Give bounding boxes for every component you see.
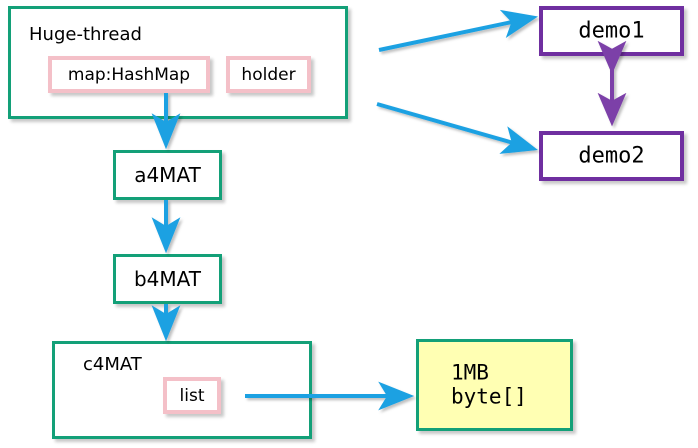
node-byte-array-line1: 1MB: [451, 360, 489, 385]
node-demo1[interactable]: demo1: [539, 6, 684, 56]
node-demo1-label: demo1: [578, 18, 645, 44]
node-c4mat[interactable]: c4MAT: [52, 341, 312, 439]
node-list[interactable]: list: [163, 377, 221, 414]
node-map-hashmap[interactable]: map:HashMap: [48, 56, 210, 93]
node-b4mat-label: b4MAT: [133, 267, 202, 291]
node-huge-thread-label: Huge-thread: [29, 24, 142, 45]
edge-huge-thread-to-demo1: [378, 9, 539, 52]
node-holder-label: holder: [241, 64, 296, 85]
node-a4mat[interactable]: a4MAT: [113, 150, 222, 200]
node-b4mat[interactable]: b4MAT: [113, 254, 222, 304]
node-demo2-label: demo2: [578, 143, 645, 169]
node-c4mat-label: c4MAT: [83, 354, 142, 375]
node-map-hashmap-label: map:HashMap: [67, 64, 191, 85]
node-list-label: list: [179, 385, 205, 406]
node-a4mat-label: a4MAT: [134, 163, 201, 187]
node-holder[interactable]: holder: [226, 56, 311, 93]
node-byte-array-line2: byte[]: [451, 385, 527, 409]
edge-huge-thread-to-demo2: [376, 102, 538, 154]
node-demo2[interactable]: demo2: [539, 131, 684, 181]
